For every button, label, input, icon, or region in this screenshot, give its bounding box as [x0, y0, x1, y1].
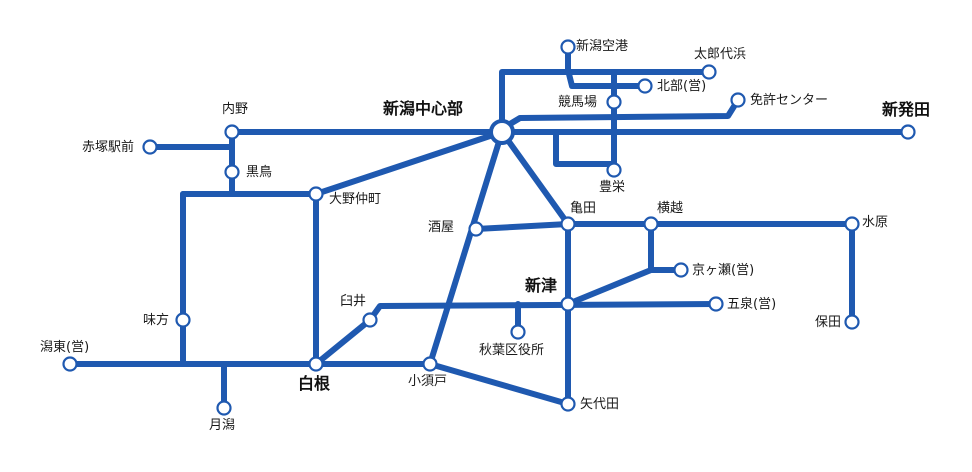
station-marker-hoei[interactable]	[606, 162, 622, 178]
station-label-yashiroda: 矢代田	[580, 397, 620, 412]
station-marker-gosen[interactable]	[708, 296, 724, 312]
station-marker-sakaya[interactable]	[468, 221, 484, 237]
station-marker-yokogoshi[interactable]	[643, 216, 659, 232]
station-marker-niitsu[interactable]	[560, 296, 576, 312]
hub-marker-niigata-chushinbu[interactable]	[489, 119, 515, 145]
station-label-sakaya: 酒屋	[428, 220, 455, 235]
station-label-katahigashi: 潟東(営)	[40, 340, 90, 355]
route-line	[473, 221, 855, 232]
station-marker-kosudo[interactable]	[422, 356, 438, 372]
station-marker-menkyo-center[interactable]	[730, 92, 746, 108]
station-label-keibajo: 競馬場	[558, 95, 598, 110]
station-label-hoei: 豊栄	[599, 180, 626, 195]
station-label-ajikata: 味方	[143, 313, 170, 328]
route-line	[565, 267, 654, 307]
route-line	[229, 129, 319, 197]
route-line	[427, 129, 505, 367]
route-line	[553, 129, 617, 167]
station-marker-kyogase[interactable]	[673, 262, 689, 278]
station-marker-akiha-kuyakusho[interactable]	[510, 324, 526, 340]
station-label-shirone: 白根	[298, 374, 331, 393]
station-marker-tarodaihama[interactable]	[701, 64, 717, 80]
station-label-tsukigata: 月潟	[209, 418, 236, 433]
station-marker-ajikata[interactable]	[175, 312, 191, 328]
station-marker-katahigashi[interactable]	[62, 356, 78, 372]
station-label-suibara: 水原	[862, 215, 889, 230]
station-label-akiha-kuyakusho: 秋葉区役所	[479, 343, 545, 358]
station-label-ono-nakamachi: 大野仲町	[329, 192, 382, 207]
station-marker-naino[interactable]	[224, 124, 240, 140]
station-markers	[62, 39, 916, 416]
station-label-niigata-chushinbu: 新潟中心部	[383, 99, 464, 118]
route-line	[499, 129, 571, 227]
station-label-niigata-kuko: 新潟空港	[576, 39, 629, 54]
route-line	[427, 361, 571, 407]
station-label-kameda: 亀田	[570, 201, 597, 216]
station-label-tarodaihama: 太郎代浜	[694, 47, 747, 62]
station-label-kyogase: 京ヶ瀬(営)	[692, 263, 755, 278]
station-marker-kurotori[interactable]	[224, 164, 240, 180]
station-label-kurotori: 黒鳥	[246, 165, 273, 180]
station-marker-akatsuka-ekimae[interactable]	[142, 139, 158, 155]
station-marker-shirone[interactable]	[308, 356, 324, 372]
station-label-kosudo: 小須戸	[408, 374, 448, 389]
station-marker-usui[interactable]	[362, 312, 378, 328]
station-marker-ono-nakamachi[interactable]	[308, 186, 324, 202]
route-line	[147, 129, 235, 150]
route-line	[507, 97, 741, 127]
station-marker-niigata-kuko[interactable]	[560, 39, 576, 55]
station-marker-suibara[interactable]	[844, 216, 860, 232]
station-label-yokogoshi: 横越	[657, 201, 684, 216]
route-line	[499, 69, 712, 135]
station-label-menkyo-center: 免許センター	[750, 93, 829, 108]
route-line	[648, 221, 684, 273]
station-marker-tsukigata[interactable]	[216, 400, 232, 416]
station-marker-hokubu[interactable]	[637, 78, 653, 94]
station-label-naino: 内野	[222, 102, 249, 117]
station-label-akatsuka-ekimae: 赤塚駅前	[82, 140, 135, 155]
station-marker-hotta[interactable]	[844, 314, 860, 330]
route-line	[313, 129, 505, 197]
station-label-niitsu: 新津	[525, 276, 558, 295]
station-marker-yashiroda[interactable]	[560, 396, 576, 412]
station-label-usui: 臼井	[340, 294, 367, 309]
station-label-hotta: 保田	[815, 315, 842, 330]
station-marker-shin-hotta[interactable]	[900, 124, 916, 140]
route-line	[565, 44, 648, 89]
station-label-hokubu: 北部(営)	[657, 79, 707, 94]
station-label-shin-hotta: 新発田	[882, 100, 931, 119]
station-label-gosen: 五泉(営)	[727, 297, 777, 312]
station-marker-keibajo[interactable]	[606, 94, 622, 110]
station-marker-kameda[interactable]	[560, 216, 576, 232]
route-line	[313, 301, 719, 367]
